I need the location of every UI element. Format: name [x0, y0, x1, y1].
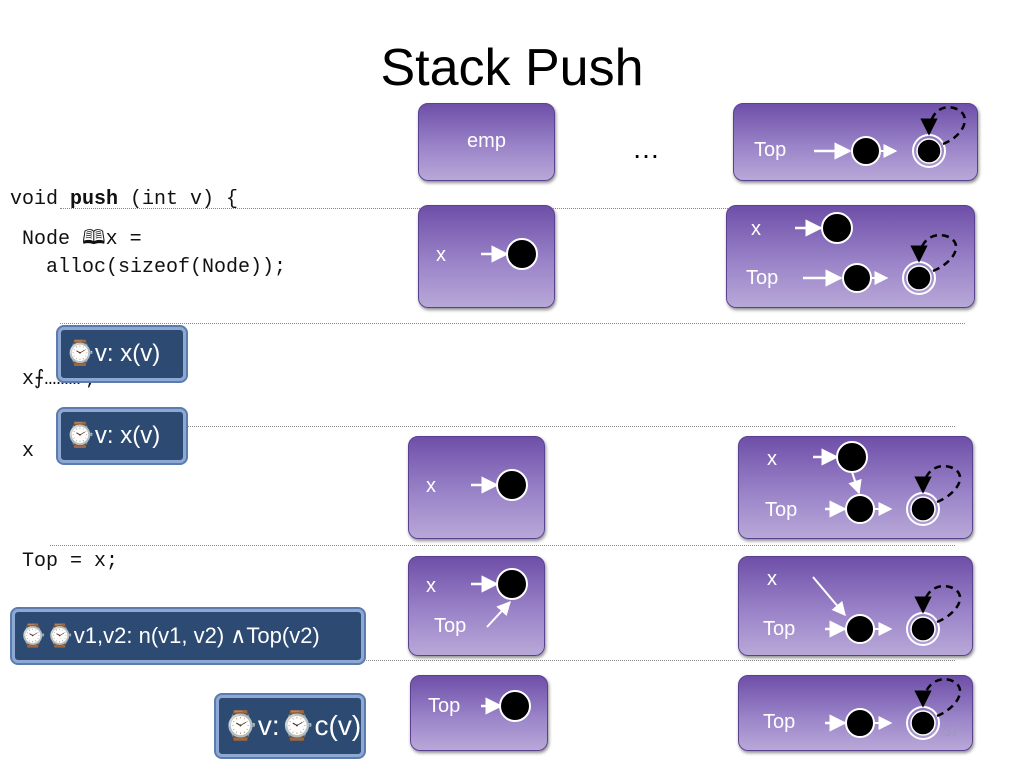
code-line-6: Top = x;: [10, 550, 119, 573]
x-label: x: [767, 448, 777, 470]
state-box-row4-right: x Top: [738, 556, 973, 656]
top-label: Top: [763, 618, 796, 640]
heap-graph: [813, 441, 962, 526]
code-x-5: x: [10, 440, 35, 463]
formula-box-4: ⌚v:⌚c(v): [216, 695, 364, 757]
state-box-row4-left: x Top: [408, 556, 545, 656]
x-label: x: [426, 475, 436, 497]
page-number: 37: [944, 724, 959, 739]
heap-graph: [481, 238, 538, 270]
top-label: Top: [746, 267, 779, 289]
heap-graph: [825, 677, 962, 740]
heap-graph: [812, 576, 962, 646]
separator-3: [60, 426, 955, 427]
heap-graph: [814, 105, 966, 168]
heap-graph: [795, 212, 958, 295]
code-line-1: void push (int v) {: [10, 185, 238, 215]
state-box-row3-left: x: [408, 436, 545, 539]
formula-box-2: ⌚v: x(v): [58, 409, 186, 463]
code-void: void: [10, 188, 71, 211]
emp-label: emp: [467, 130, 506, 152]
ellipsis: …: [632, 133, 660, 164]
code-line-3: alloc(sizeof(Node));: [10, 256, 287, 279]
state-box-row5-right: Top: [738, 675, 973, 751]
heap-graph: [481, 690, 531, 722]
code-line-5: x: [10, 437, 34, 467]
code-line-2: Node 🕮x =: [10, 222, 142, 255]
heap-graph: [471, 469, 528, 501]
top-label: Top: [428, 695, 461, 717]
state-box-row2-right: x Top: [726, 205, 975, 308]
x-label: x: [426, 575, 436, 597]
x-label: x: [436, 244, 446, 266]
top-label: Top: [763, 711, 796, 733]
code-x-assign: x =: [105, 228, 142, 251]
state-box-row5-left: Top: [410, 675, 548, 751]
state-box-row2-left: x: [418, 205, 555, 308]
book-icon: 🕮: [82, 225, 106, 249]
separator-4: [50, 545, 955, 546]
separator-5: [50, 660, 955, 661]
separator-2: [60, 323, 965, 324]
slide-title: Stack Push: [380, 39, 644, 97]
state-box-emp: emp: [418, 103, 555, 181]
code-push-keyword: push: [70, 188, 119, 211]
top-label: Top: [754, 139, 787, 161]
state-box-row3-right: x Top: [738, 436, 973, 539]
formula-box-3: ⌚⌚v1,v2: n(v1, v2) ∧Top(v2): [12, 609, 364, 663]
code-x-4: x: [10, 368, 35, 391]
top-label: Top: [765, 499, 798, 521]
x-label: x: [767, 568, 777, 590]
x-label: x: [751, 218, 761, 240]
top-label: Top: [434, 615, 467, 637]
code-node: Node: [10, 228, 83, 251]
code-params: (int v) {: [118, 188, 239, 211]
state-box-row1-right: Top: [733, 103, 978, 181]
heap-graph: [471, 568, 528, 628]
formula-box-1: ⌚v: x(v): [58, 327, 186, 381]
